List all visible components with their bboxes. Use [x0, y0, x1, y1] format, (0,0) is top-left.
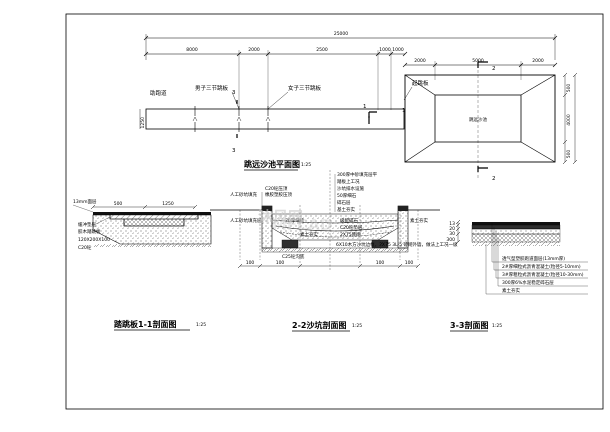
sec2-dim-2: 100: [276, 260, 285, 266]
sec3-label-5: 素土夯实: [502, 287, 520, 294]
sec2-label-10: 人工砂坑填充层: [230, 217, 262, 224]
dim-seg-1: 8000: [186, 47, 198, 53]
runway: [145, 108, 405, 130]
sec1-label-4: 120X200X100: [78, 237, 110, 243]
sec1-label-2: 缓冲垫层: [78, 221, 96, 228]
sec3-dim-1: 13: [449, 221, 455, 227]
sec3-label-2: 2#厚细粒式沥青混凝土(粒径5-10mm): [502, 263, 581, 270]
sec2-note-3: 沙坑排水设施: [337, 185, 364, 192]
sec2-label-8: 2X75砖砌: [340, 231, 361, 238]
section-mark-1b: 1: [402, 108, 406, 114]
section-mark-1a: 1: [363, 104, 367, 110]
sec2-label-6: C20砼垫层: [340, 224, 363, 231]
dim-pit-1: 2000: [414, 58, 426, 64]
plan-title: 跳远沙池平面图: [244, 159, 300, 169]
sec2-note-1: 300厚中砂填充层平: [337, 171, 378, 178]
dim-seg-2: 2000: [248, 47, 260, 53]
section-mark-3b: 3: [232, 148, 236, 154]
sec3-label-3: 3#厚粗粒式沥青混凝土(粒径10-30mm): [502, 271, 584, 278]
sec2-label-9: C25砼沟底: [282, 253, 305, 260]
dim-side-total: 4000: [566, 114, 572, 126]
sec2-note-4: 50厚细石: [337, 192, 357, 199]
section-mark-2b: 2: [492, 176, 496, 182]
dim-total: 25000: [334, 31, 348, 37]
dim-pit-3: 2000: [532, 58, 544, 64]
sec2-label-5: 级配碎石: [340, 217, 358, 224]
section-mark-2a: 2: [492, 66, 496, 72]
sec3-label-1: 透气型塑胶跑道面层(13mm厚): [502, 255, 565, 262]
label-runway: 助跑道: [150, 89, 167, 97]
watermark-sub: MFCAD: [272, 216, 332, 234]
sec2-scale: 1:25: [352, 323, 362, 329]
sheet-frame: [65, 13, 604, 410]
sec2-note-6: 基土夯实: [337, 206, 355, 213]
sec2-note-2: 踏板上工况: [337, 178, 360, 185]
dim-side-part-2: 500: [566, 150, 572, 159]
sec3-label-4: 300厚6%水泥稳定碎石层: [502, 279, 554, 286]
sec2-title: 2-2沙坑剖面图: [292, 320, 346, 330]
dim-seg-5: 1000: [392, 47, 404, 53]
plan-scale: 1:25: [301, 162, 311, 168]
dim-seg-4: 1000: [379, 47, 391, 53]
sec1-label-3: 胶木踏跳板: [78, 228, 101, 235]
sec2-label-11: 素土夯实: [410, 217, 428, 224]
sec3-scale: 1:25: [492, 323, 502, 329]
plan-view: 25000 8000 2000 2500 1000 1000 2000 5000…: [139, 31, 578, 182]
sec2-label-7: 素土夯实: [300, 231, 318, 238]
dim-side-part-1: 500: [566, 84, 572, 93]
label-men-board: 男子三节跳板: [195, 84, 229, 92]
sec2-dim-1: 100: [246, 260, 255, 266]
sec2-label-1: 人工砂坑填充: [230, 191, 257, 198]
sec1-title: 踏跳板1-1剖面图: [114, 319, 176, 329]
section-3-3: 13 20 30 300 透气型塑胶跑道面层(13mm厚) 2#厚细粒式沥青混凝…: [446, 219, 588, 332]
label-women-board: 女子三节跳板: [288, 84, 322, 92]
sec3-title: 3-3剖面图: [450, 320, 488, 330]
sec2-bottom-note: 6X10木方沙坑边框，2X75 3L-5 砖砌外墙，做法上工况一级: [336, 241, 458, 248]
sec2-dim-3: 100: [376, 260, 385, 266]
label-sand-pit: 跳远沙池: [469, 116, 487, 123]
sec2-label-4: 30厚细砂: [285, 217, 305, 224]
sec3-dim-4: 300: [446, 237, 455, 243]
section-mark-3a: 3: [232, 90, 236, 96]
sec2-dim-4: 100: [405, 260, 414, 266]
sec3-dim-3: 30: [449, 231, 455, 237]
watermark: 沐风网: [258, 208, 303, 226]
dim-seg-3: 2500: [316, 47, 328, 53]
section-1-1: 500 1250 13mm面层 缓冲垫层 胶木踏跳板 120X200X100 C…: [72, 199, 212, 331]
sec1-dim-1: 500: [114, 201, 123, 207]
sec1-label-5: C20砼: [78, 244, 92, 251]
sec1-scale: 1:25: [196, 322, 206, 328]
sec3-dim-2: 20: [449, 226, 455, 232]
sec2-note-5: 碎石层: [337, 199, 351, 206]
dim-runway-width: 1250: [140, 117, 146, 129]
label-takeoff: 起跳板: [412, 79, 429, 87]
section-2-2: 300厚中砂填充层平 踏板上工况 沙坑排水设施 50厚细石 碎石层 基土夯实 人…: [210, 170, 458, 332]
sec1-label-1: 13mm面层: [73, 199, 97, 205]
sec2-label-2: C20砼压顶: [265, 185, 288, 192]
sec2-label-3: 橡胶塑胶压顶: [265, 191, 292, 198]
sec1-dim-2: 1250: [162, 201, 174, 207]
